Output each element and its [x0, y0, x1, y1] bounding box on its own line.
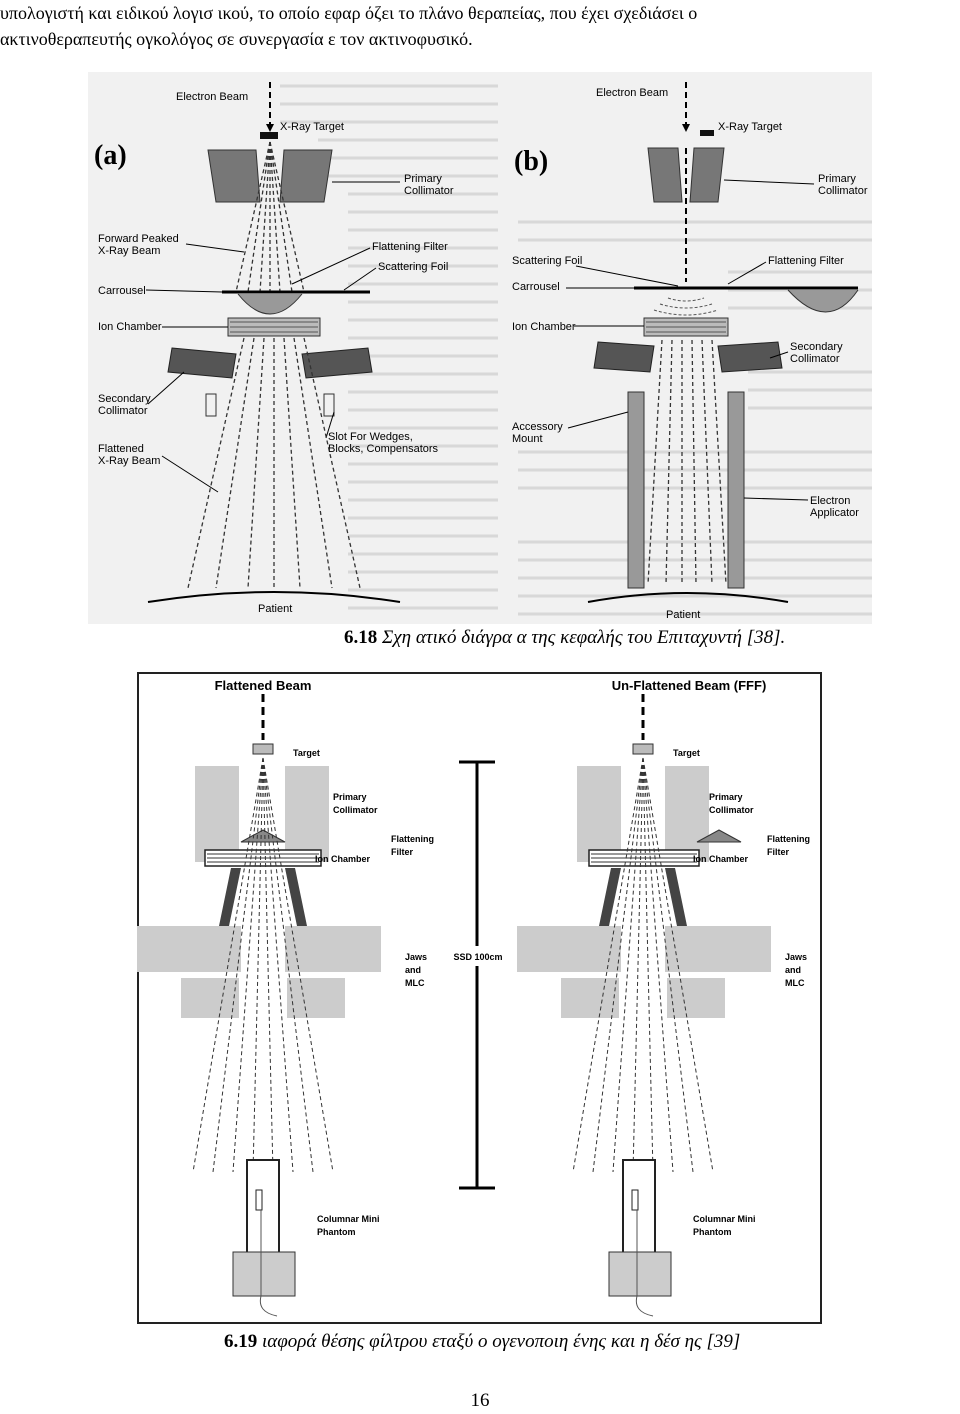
- unflattened-title: Un-Flattened Beam (FFF): [612, 678, 767, 693]
- label-carrousel-b: Carrousel: [512, 281, 560, 293]
- label-electron-beam-a: Electron Beam: [176, 91, 248, 103]
- panel-b-tag: (b): [514, 146, 548, 177]
- label-patient-a: Patient: [258, 603, 292, 615]
- caption-6-18-number: 6.18: [344, 627, 378, 648]
- paragraph-line-2: ακτινοθεραπευτής ογκολόγος σε συνεργασία…: [0, 29, 473, 49]
- unflattened-ion-chamber-label: Ion Chamber: [693, 854, 749, 864]
- label-patient-b: Patient: [666, 609, 700, 621]
- label-slot-a: Slot For Wedges,Blocks, Compensators: [328, 431, 439, 455]
- ssd-label: SSD 100cm: [453, 952, 502, 962]
- body-paragraph: υπολογιστή και ειδικού λογισ ικού, το οπ…: [0, 0, 960, 52]
- label-xray-target-a: X-Ray Target: [280, 121, 344, 133]
- page-number: 16: [470, 1390, 490, 1411]
- label-carrousel-a: Carrousel: [98, 285, 146, 297]
- caption-6-19-text: ιαφορά θέσης φίλτρου εταξύ ο ογενοποιη έ…: [262, 1331, 741, 1352]
- label-ion-chamber-b: Ion Chamber: [512, 321, 576, 333]
- caption-6-18-text: Σχη ατικό διάγρα α της κεφαλής του Επιτα…: [382, 627, 786, 648]
- caption-6-19: 6.19 ιαφορά θέσης φίλτρου εταξύ ο ογενοπ…: [224, 1331, 740, 1353]
- label-flattening-filter-b: Flattening Filter: [768, 255, 844, 267]
- label-xray-target-b: X-Ray Target: [718, 121, 782, 133]
- flattened-title: Flattened Beam: [215, 678, 312, 693]
- flattened-target-label: Target: [293, 748, 320, 758]
- label-flattening-filter-a: Flattening Filter: [372, 241, 448, 253]
- label-scattering-foil-a: Scattering Foil: [378, 261, 448, 273]
- unflattened-target-label: Target: [673, 748, 700, 758]
- label-scattering-foil-b: Scattering Foil: [512, 255, 582, 267]
- caption-6-18: 6.18 Σχη ατικό διάγρα α της κεφαλής του …: [344, 627, 785, 649]
- label-electron-beam-b: Electron Beam: [596, 87, 668, 99]
- label-ion-chamber-a: Ion Chamber: [98, 321, 162, 333]
- paragraph-line-1: υπολογιστή και ειδικού λογισ ικού, το οπ…: [0, 3, 698, 23]
- flattened-ion-chamber-label: Ion Chamber: [315, 854, 371, 864]
- panel-a-tag: (a): [94, 140, 127, 171]
- caption-6-19-number: 6.19: [224, 1331, 258, 1352]
